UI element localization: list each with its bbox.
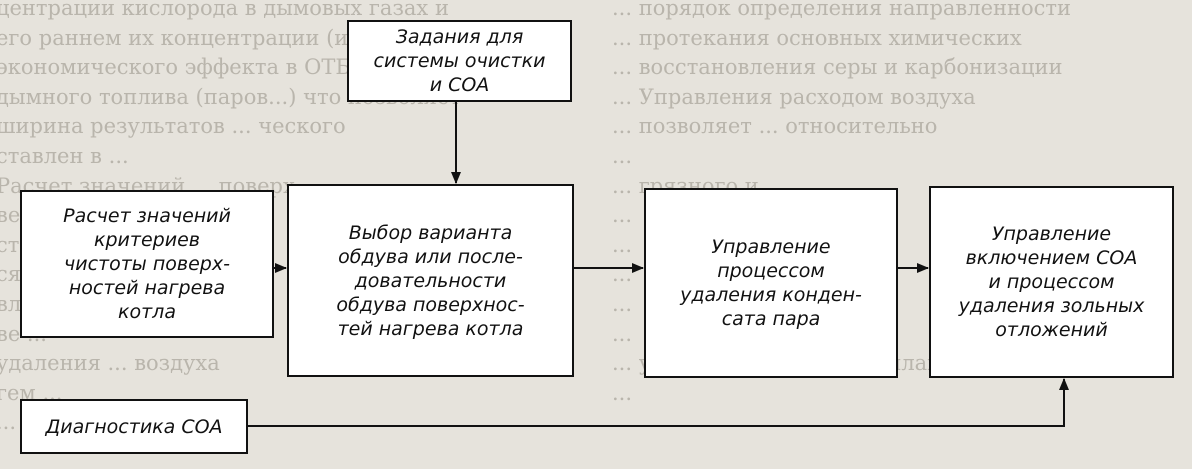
background-left-line: ... [0, 410, 17, 435]
arrow-diagnostics-to-control [248, 378, 1069, 427]
background-left-line: удаления ... воздуха [0, 351, 220, 376]
background-right-line: ... протекания основных химических [612, 25, 1022, 50]
background-right-line: ... позволяет ... относительно [612, 114, 938, 139]
background-right-line: ... порядок определения направленности [612, 0, 1072, 20]
node-tasks: Задания для системы очистки и СОА [347, 20, 572, 102]
node-criteria-calculation: Расчет значений критериев чистоты поверх… [20, 190, 274, 338]
background-right-line: ... [612, 321, 633, 346]
background-right-line: ... [612, 291, 633, 316]
node-blowing-selection: Выбор варианта обдува или после- довател… [287, 184, 574, 377]
background-right-line: ... [612, 203, 633, 228]
node-soa-control: Управление включением СОА и процессом уд… [929, 186, 1174, 378]
background-left-line: центрации кислорода в дымовых газах и [0, 0, 449, 20]
background-right-line: ... восстановления серы и карбонизации [612, 55, 1063, 80]
background-left-line: ставлен в ... [0, 143, 129, 168]
background-left-line: ширина результатов ... ческого [0, 114, 346, 139]
background-right-line: ... [612, 143, 633, 168]
node-condensate-removal: Управление процессом удаления конден- са… [644, 188, 898, 378]
background-right-line: ... Управления расходом воздуха [612, 84, 976, 109]
background-right-line: ... [612, 380, 633, 405]
background-left-line: его раннем их концентрации (и) ... на [0, 25, 417, 50]
node-soa-diagnostics: Диагностика СОА [20, 399, 248, 454]
background-right-line: ... [612, 232, 633, 257]
